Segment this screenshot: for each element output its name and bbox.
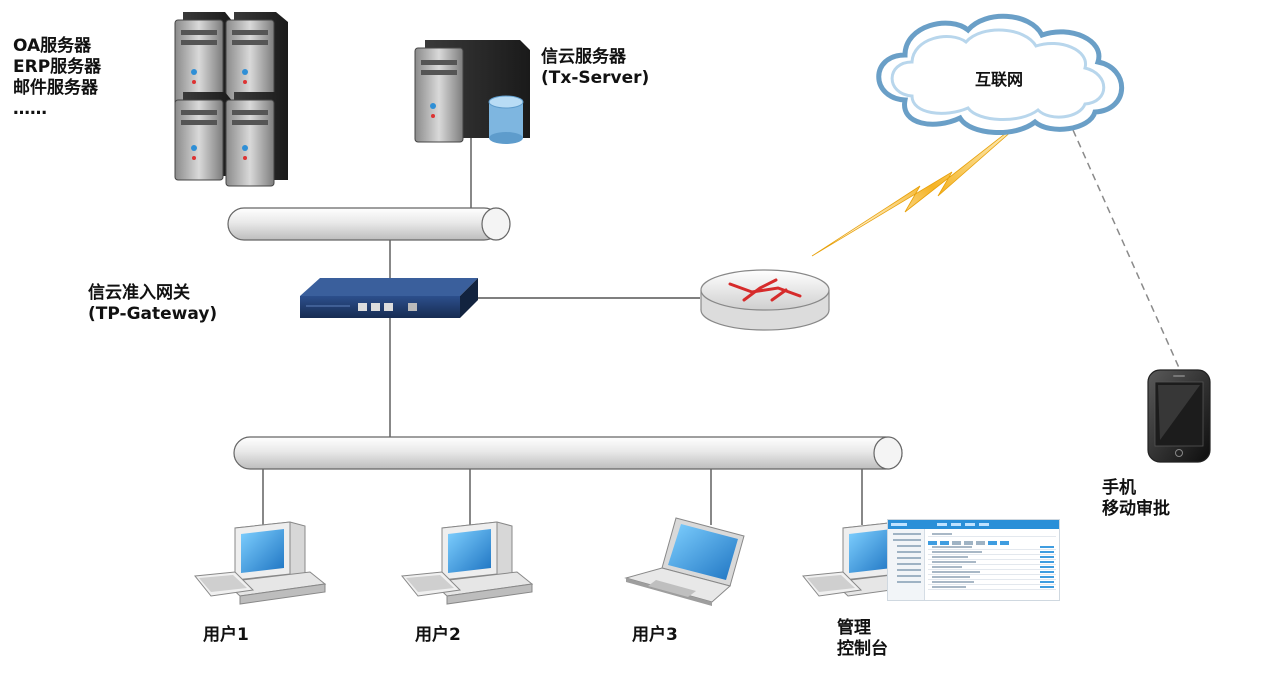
gateway-appliance-icon xyxy=(300,278,478,318)
desktop-computer-icon xyxy=(194,521,327,605)
mobile-approval: 移动审批 xyxy=(1102,499,1170,519)
laptop-icon xyxy=(624,517,745,606)
mobile-name: 手机 xyxy=(1102,478,1136,498)
console-label-line1: 管理 xyxy=(837,618,871,638)
database-server-icon xyxy=(414,40,530,144)
mobile-label: 手机 移动审批 xyxy=(1102,478,1170,520)
smartphone-icon xyxy=(1147,369,1211,463)
tx-server-code: (Tx-Server) xyxy=(541,68,650,88)
console-screenshot-icon xyxy=(887,519,1060,601)
console-topbar xyxy=(888,520,1059,529)
console-main xyxy=(928,532,1056,600)
desktop-computer-icon xyxy=(401,521,534,605)
cloud-icon xyxy=(876,13,1125,135)
user2-label: 用户2 xyxy=(415,625,461,645)
console-label-line2: 控制台 xyxy=(837,639,888,659)
erp-server-label: ERP服务器 xyxy=(13,57,102,77)
mail-server-label: 邮件服务器 xyxy=(13,78,98,98)
console-label: 管理 控制台 xyxy=(837,618,888,660)
gateway-code: (TP-Gateway) xyxy=(88,304,218,324)
server-backbone-pipe xyxy=(227,207,511,241)
console-sidebar xyxy=(888,529,925,600)
connection-lines xyxy=(262,138,863,525)
user1-label: 用户1 xyxy=(203,625,249,645)
gateway-label: 信云准入网关 (TP-Gateway) xyxy=(88,283,217,325)
desktop-computer-icon xyxy=(802,521,935,597)
user3-label: 用户3 xyxy=(632,625,678,645)
tx-server-name: 信云服务器 xyxy=(541,47,626,67)
server-cluster-icon xyxy=(174,12,288,187)
servers-label: OA服务器 ERP服务器 邮件服务器 …… xyxy=(13,36,101,120)
user-backbone-pipe xyxy=(233,436,903,470)
tx-server-label: 信云服务器 (Tx-Server) xyxy=(541,47,649,89)
internet-label: 互联网 xyxy=(975,70,1024,89)
more-servers-label: …… xyxy=(13,99,47,119)
database-cylinder-icon xyxy=(488,95,524,144)
gateway-name: 信云准入网关 xyxy=(88,283,190,303)
oa-server-label: OA服务器 xyxy=(13,36,92,56)
router-icon xyxy=(700,269,830,331)
wireless-dashed-link xyxy=(1072,129,1181,371)
